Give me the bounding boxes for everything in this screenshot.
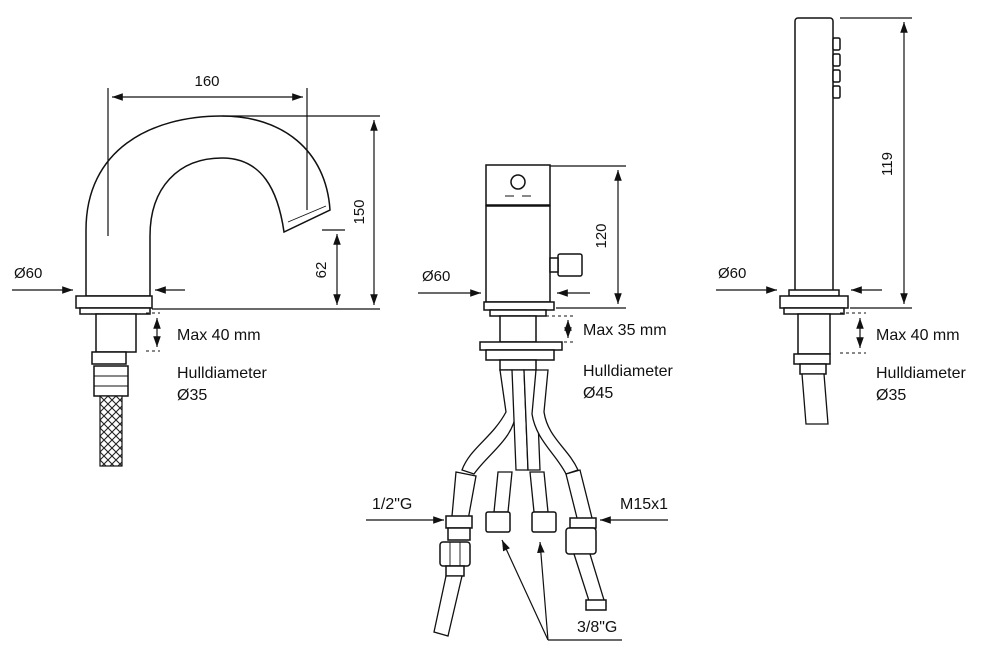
spout-body (85, 115, 331, 297)
mixer-nut-inner-right (531, 511, 557, 533)
mixer-indicator (510, 174, 526, 190)
mixer-hole-label: Hulldiameter (583, 363, 673, 380)
hand-shower-drawing: 119 Ø60 Max 40 mm Hulldiameter Ø35 (716, 17, 966, 425)
spout-width-label: 160 (194, 73, 219, 90)
hand-shower-thread (801, 373, 829, 425)
mixer-hose-outer-left (461, 369, 517, 475)
hand-shower-base-plate (779, 295, 849, 309)
mixer-max-thickness-label: Max 35 mm (583, 322, 667, 339)
mixer-connection-right-label: M15x1 (620, 496, 668, 513)
spout-outlet-height-label: 62 (313, 262, 330, 279)
hand-shower-base-diameter-label: Ø60 (718, 265, 746, 282)
mixer-nut-inner-left (485, 511, 511, 533)
spout-base-plate (75, 295, 153, 309)
hand-shower-max-thickness-label: Max 40 mm (876, 327, 960, 344)
spout-height-label: 150 (351, 199, 368, 224)
mixer-base-diameter-label: Ø60 (422, 268, 450, 285)
hand-shower-hole-label: Hulldiameter (876, 365, 966, 382)
mixer-connection-bottom-label: 3/8"G (577, 619, 617, 636)
hand-shower-shank (797, 313, 831, 355)
spout-hole-diameter-label: Ø35 (177, 387, 207, 404)
mixer-side-lever (557, 253, 583, 277)
hand-shower-hole-diameter-label: Ø35 (876, 387, 906, 404)
mixer-drawing: 120 Ø60 Max 35 mm Hulldiameter Ø45 1/2"G… (366, 164, 673, 641)
spout-base-diameter-label: Ø60 (14, 265, 42, 282)
mixer-shank (499, 315, 537, 343)
hand-shower-height-label: 119 (879, 152, 896, 176)
hand-shower-body (794, 17, 834, 293)
mixer-hole-diameter-label: Ø45 (583, 385, 613, 402)
spout-drawing: 160 150 62 Ø60 Max 40 mm Hulldiameter Ø3… (12, 73, 380, 467)
spout-hole-label: Hulldiameter (177, 365, 267, 382)
mixer-hose-right-lower (573, 553, 605, 605)
mixer-connector-left (439, 541, 471, 567)
mixer-connection-left-label: 1/2"G (372, 496, 412, 513)
spout-hose (99, 395, 123, 467)
spout-shank (95, 313, 137, 353)
mixer-connector-right (565, 527, 597, 555)
spout-hex-nut (93, 365, 129, 397)
mixer-mounting-plate (479, 341, 563, 351)
mixer-body (485, 205, 551, 303)
mixer-base-plate (483, 301, 555, 311)
hand-shower-button (832, 37, 841, 51)
spout-max-thickness-label: Max 40 mm (177, 327, 261, 344)
mixer-height-label: 120 (593, 223, 610, 248)
spout-nut (91, 351, 127, 365)
mixer-thread-left (433, 575, 463, 637)
